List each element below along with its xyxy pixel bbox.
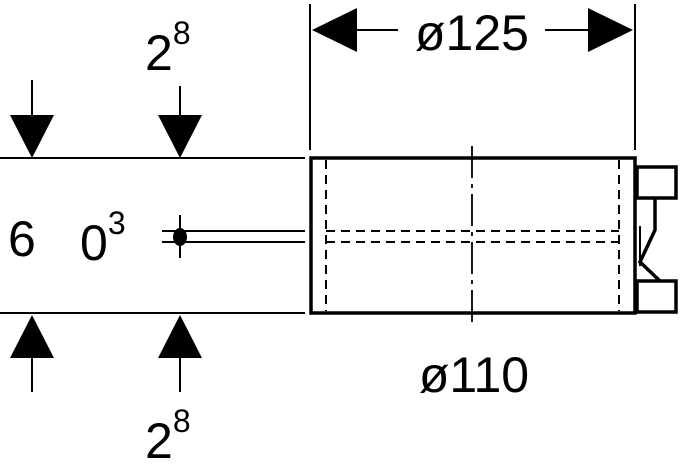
top-arrows — [10, 80, 202, 158]
arrow-down-icon — [10, 115, 54, 158]
bottom-width-exponent: 8 — [173, 403, 191, 439]
left-height-label: 6 — [8, 211, 36, 267]
clip-spring — [637, 198, 662, 283]
top-width-exponent: 8 — [173, 15, 191, 51]
arrow-down-icon — [158, 115, 202, 158]
pipe-base: 0 — [80, 215, 108, 271]
pipe-exponent: 3 — [108, 205, 126, 241]
top-width-label: 28 — [145, 15, 191, 81]
top-width-base: 2 — [145, 25, 173, 81]
pipe-element — [162, 215, 305, 258]
pipe-label: 03 — [80, 205, 126, 271]
arrow-right-icon — [588, 8, 633, 52]
outer-diameter-dimension: ø125 — [309, 4, 636, 150]
clip-bottom-tab — [635, 279, 678, 314]
bottom-width-base: 2 — [145, 413, 173, 464]
cylinder-body — [309, 146, 637, 328]
arrow-left-icon — [312, 8, 357, 52]
pipe-end-dot — [173, 228, 187, 246]
arrow-up-icon — [158, 315, 202, 358]
outer-diameter-label: ø125 — [415, 5, 529, 61]
cylinder-outline — [309, 156, 637, 315]
arrow-up-icon — [10, 315, 54, 358]
inner-diameter-label: ø110 — [419, 347, 529, 403]
side-clip — [635, 165, 678, 314]
bottom-arrows — [10, 315, 202, 392]
clip-top-tab — [635, 165, 678, 200]
bottom-width-label: 28 — [145, 403, 191, 464]
